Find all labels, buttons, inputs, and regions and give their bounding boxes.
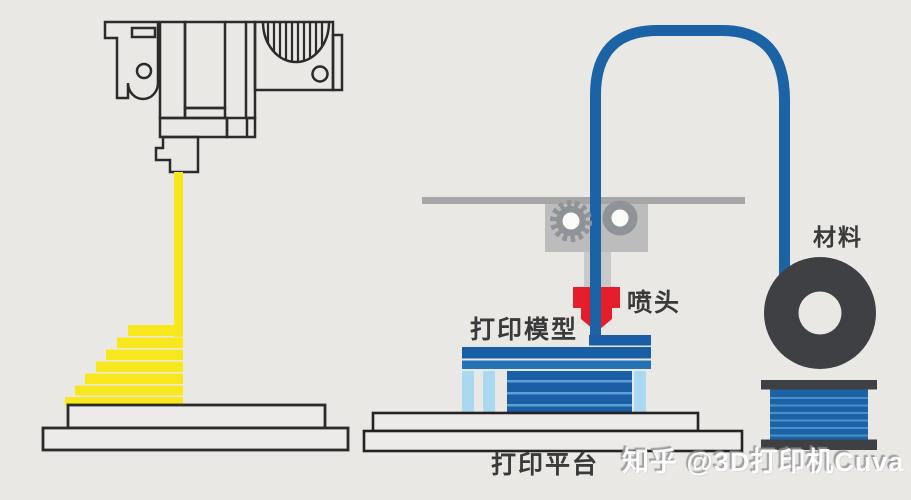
model-cap-band1 — [462, 347, 651, 359]
drive-gear-icon — [550, 200, 592, 242]
material-label: 材料 — [813, 224, 863, 250]
feed-gears — [550, 200, 638, 242]
yellow-filament — [65, 172, 183, 406]
fan-grill-hatching — [266, 22, 324, 62]
fan-side-cap — [331, 33, 344, 92]
print-platform-label: 打印平台 — [491, 451, 600, 479]
extruder-head-drawing — [103, 20, 344, 174]
idler-gear-icon — [602, 200, 638, 236]
model-cap-band2 — [462, 360, 651, 369]
spool-top-flange — [761, 380, 877, 390]
right-platform-bottom-tier — [362, 429, 744, 453]
left-bracket — [103, 20, 160, 101]
spool-bottom-flange — [761, 439, 877, 450]
left-print-platform — [41, 403, 350, 452]
fan-block-hole — [311, 65, 329, 83]
gantry-bar — [422, 197, 745, 204]
left-platform-top-tier — [66, 403, 327, 430]
linkage-block — [225, 116, 257, 139]
model-supports — [462, 371, 646, 414]
heater-block — [158, 116, 229, 139]
model-layer-lines — [507, 380, 632, 407]
nozzle-label: 喷头 — [627, 289, 682, 317]
left-platform-bottom-tier — [41, 426, 350, 452]
print-model-label: 打印模型 — [470, 316, 579, 344]
right-print-platform — [362, 411, 744, 453]
nozzle-tip-outline — [154, 135, 200, 174]
yellow-filament-strand — [174, 172, 183, 337]
body-left-column — [158, 20, 187, 120]
body-main — [183, 20, 227, 110]
filament-tube — [590, 25, 790, 350]
right-platform-top-tier — [371, 411, 700, 433]
material-spool-donut — [764, 257, 876, 369]
spool-winding-lines — [770, 397, 868, 437]
filament-spool-side — [761, 380, 877, 450]
zhihu-watermark: 知乎 @3D打印机Cuva — [622, 447, 905, 477]
right-column — [244, 20, 257, 120]
fan-grill-arc — [261, 21, 331, 64]
body-mid-block — [183, 106, 227, 120]
model-top-step — [589, 335, 651, 346]
printed-model — [462, 335, 651, 414]
yellow-staircase — [65, 325, 183, 406]
bracket-hole — [135, 62, 153, 80]
bracket-slot — [130, 26, 157, 39]
